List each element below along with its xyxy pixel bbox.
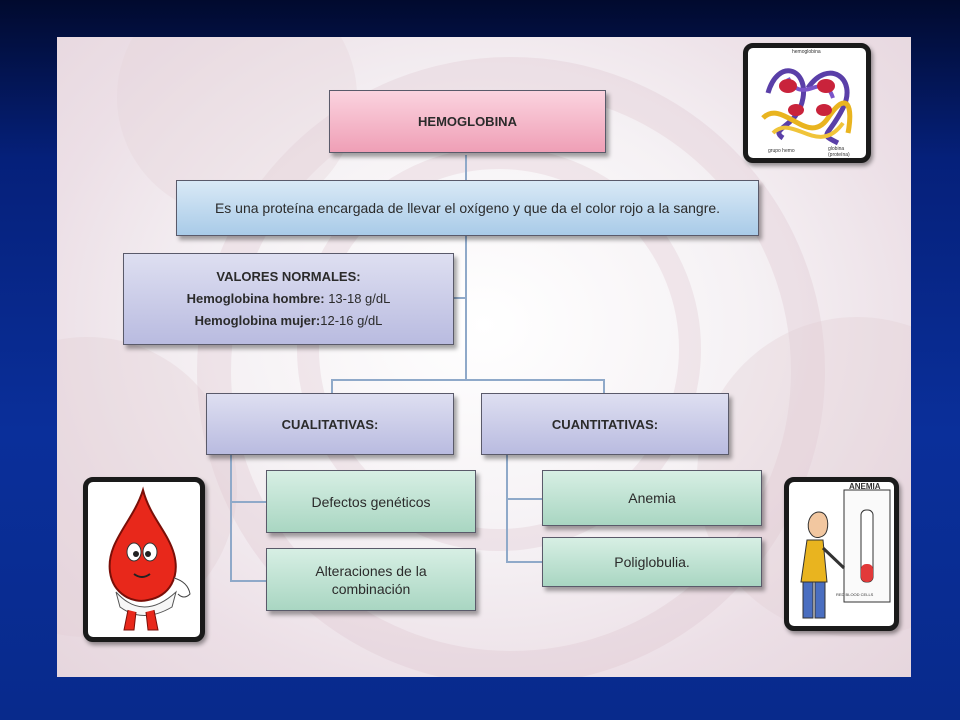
- anemia-cartoon-image: ANEMIA RED BLOOD CELLS: [784, 477, 899, 631]
- branch-quantitative-title: CUANTITATIVAS:: [551, 416, 659, 432]
- branch-qualitative: CUALITATIVAS:: [206, 393, 454, 455]
- molecule-caption-top: hemoglobina: [792, 49, 821, 55]
- root-node: HEMOGLOBINA: [329, 90, 606, 153]
- branch-quantitative: CUANTITATIVAS:: [481, 393, 729, 455]
- connector-right-item-1: [506, 498, 542, 500]
- male-value: 13-18 g/dL: [324, 291, 391, 306]
- male-value-row: Hemoglobina hombre: 13-18 g/dL: [187, 288, 391, 310]
- leaf-text: Alteraciones de la combinación: [315, 562, 427, 597]
- connector-branch-right: [603, 379, 605, 393]
- normal-values-title: VALORES NORMALES:: [216, 269, 361, 284]
- leaf-polyglobulia: Poliglobulia.: [542, 537, 762, 587]
- definition-node: Es una proteína encargada de llevar el o…: [176, 180, 759, 236]
- connector-left-item-1: [230, 501, 266, 503]
- leaf-anemia: Anemia: [542, 470, 762, 526]
- connector-left-item-2: [230, 580, 266, 582]
- connector-right-item-2: [506, 561, 542, 563]
- normal-values-node: VALORES NORMALES: Hemoglobina hombre: 13…: [123, 253, 454, 345]
- leaf-text: Anemia: [628, 490, 676, 506]
- branch-qualitative-title: CUALITATIVAS:: [281, 416, 379, 432]
- hemoglobin-molecule-image: hemoglobina grupo hemo globina (proteína…: [743, 43, 871, 163]
- hemoglobin-molecule-icon: [761, 68, 853, 146]
- connector-branches: [331, 379, 605, 381]
- connector-root-trunk: [465, 155, 467, 381]
- anemia-tube-label: RED BLOOD CELLS: [836, 592, 874, 597]
- connector-branch-left: [331, 379, 333, 393]
- leaf-genetic-defects: Defectos genéticos: [266, 470, 476, 533]
- female-label: Hemoglobina mujer:: [194, 313, 321, 328]
- leaf-text: Defectos genéticos: [311, 493, 431, 510]
- molecule-caption-right: globina (proteína): [828, 146, 850, 158]
- female-value: 12-16 g/dL: [320, 313, 383, 328]
- blood-drop-cartoon-icon: [108, 486, 191, 631]
- blood-drop-image: [83, 477, 205, 642]
- leaf-combination-alterations: Alteraciones de la combinación: [266, 548, 476, 611]
- connector-left-items: [230, 455, 232, 581]
- anemia-sign: ANEMIA: [849, 482, 881, 491]
- anemia-test-cartoon-icon: [800, 489, 891, 619]
- definition-text: Es una proteína encargada de llevar el o…: [214, 200, 721, 216]
- female-value-row: Hemoglobina mujer:12-16 g/dL: [195, 310, 383, 332]
- leaf-text: Poliglobulia.: [614, 554, 690, 570]
- male-label: Hemoglobina hombre:: [186, 291, 325, 306]
- molecule-caption-left: grupo hemo: [768, 148, 795, 154]
- connector-right-items: [506, 455, 508, 562]
- root-title: HEMOGLOBINA: [418, 114, 517, 129]
- slide-canvas: HEMOGLOBINA Es una proteína encargada de…: [57, 37, 911, 677]
- connector-values: [454, 297, 467, 299]
